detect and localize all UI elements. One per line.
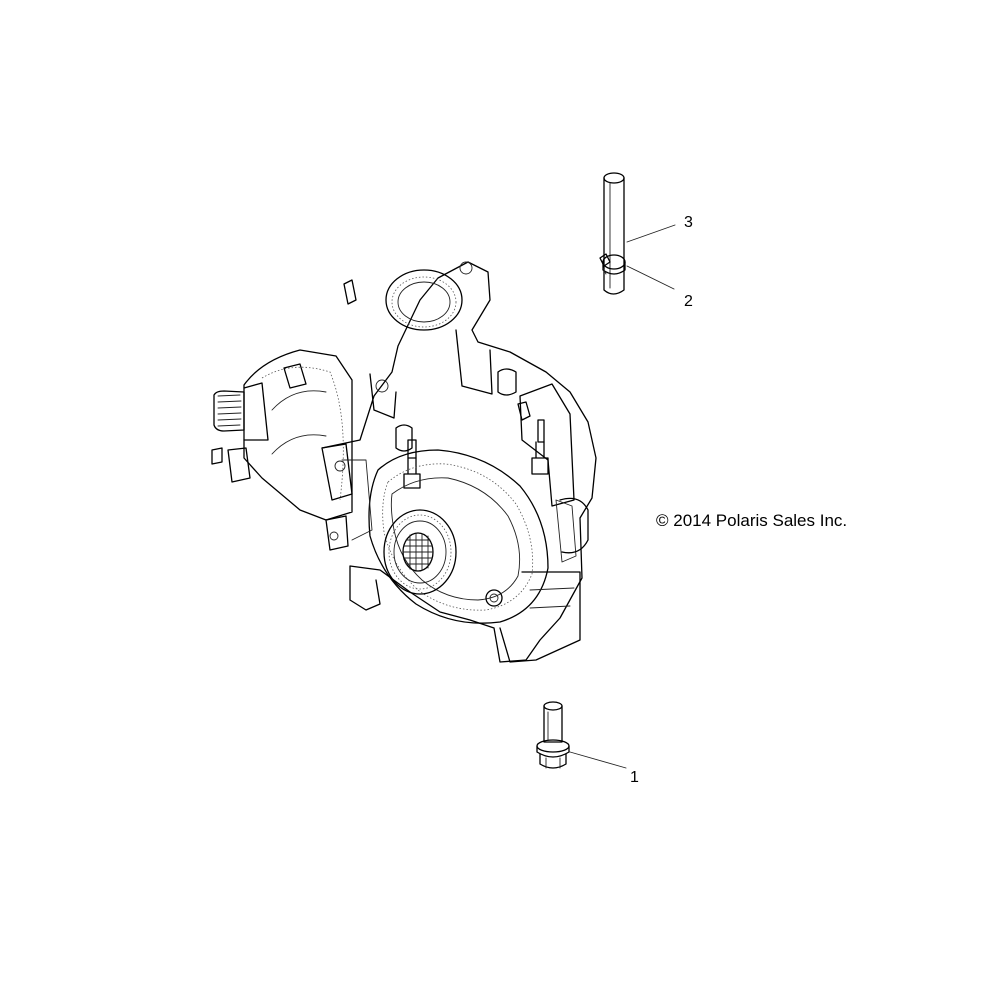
copyright-notice: © 2014 Polaris Sales Inc. (656, 511, 848, 530)
leader-line-3 (626, 224, 676, 243)
input-shaft (213, 382, 269, 441)
output-spline (402, 532, 434, 572)
breather-fittings (343, 279, 549, 489)
vent-tube-icon (603, 172, 625, 295)
callout-number-1: 1 (630, 769, 639, 786)
leader-line-1 (569, 751, 627, 769)
flange-bolt-icon (536, 701, 570, 769)
leader-line-2 (626, 265, 675, 290)
callout-number-2: 2 (684, 293, 693, 310)
gear-dome (368, 449, 549, 624)
gearcase-housing-icon (211, 261, 597, 663)
hose-clamp-icon (599, 253, 626, 275)
upper-mount-boss (369, 261, 493, 419)
callout-number-3: 3 (684, 214, 693, 231)
